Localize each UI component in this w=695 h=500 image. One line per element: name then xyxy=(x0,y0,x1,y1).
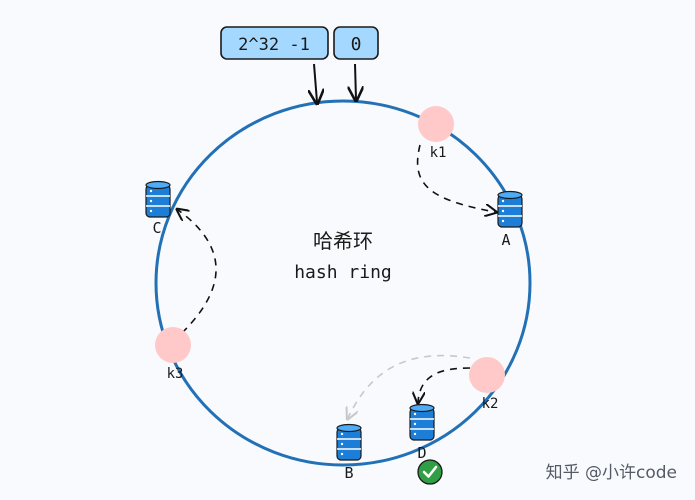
server-D-label: D xyxy=(417,444,426,462)
key-k3-label: k3 xyxy=(167,366,184,382)
k2-to-D-arrow xyxy=(418,367,471,402)
max-value-arrow xyxy=(314,63,317,102)
server-A-icon xyxy=(497,190,523,228)
ring-subtitle: hash ring xyxy=(294,262,392,283)
server-D-icon xyxy=(409,403,435,441)
server-B-label: B xyxy=(344,464,353,482)
key-k3-node xyxy=(155,327,191,363)
key-k1-node xyxy=(418,106,454,142)
k3-to-C-arrow xyxy=(178,210,217,334)
max-value-marker: 2^32 -1 xyxy=(220,26,329,60)
server-C-label: C xyxy=(152,219,161,237)
server-A-label: A xyxy=(501,231,510,249)
hash-ring xyxy=(154,99,532,467)
zero-label: 0 xyxy=(351,34,362,55)
check-icon xyxy=(417,459,443,485)
key-k2-node xyxy=(469,357,505,393)
zero-marker: 0 xyxy=(333,26,379,60)
zero-arrow xyxy=(355,63,356,99)
k1-to-A-arrow xyxy=(416,144,495,212)
server-B-icon xyxy=(336,423,362,461)
ring-title: 哈希环 xyxy=(313,229,373,253)
server-C-icon xyxy=(145,180,171,218)
max-value-label: 2^32 -1 xyxy=(238,35,310,55)
key-k1-label: k1 xyxy=(430,145,447,161)
watermark: 知乎 @小许code xyxy=(546,463,677,483)
key-k2-label: k2 xyxy=(482,396,499,412)
k2-to-B-old-arrow xyxy=(348,354,471,418)
